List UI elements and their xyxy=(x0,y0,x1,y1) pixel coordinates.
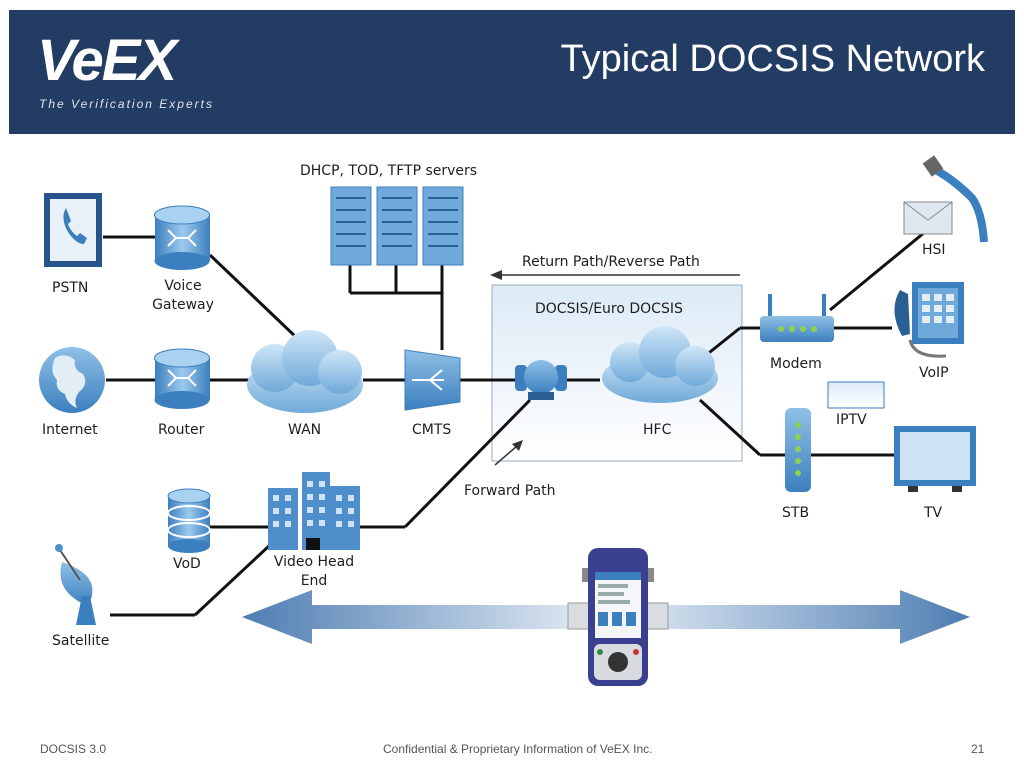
internet-globe-icon xyxy=(39,347,105,413)
wan-label: WAN xyxy=(288,422,322,438)
vod-database-icon xyxy=(167,488,211,553)
return-path-label: Return Path/Reverse Path xyxy=(522,254,700,270)
footer-left: DOCSIS 3.0 xyxy=(40,742,107,756)
connection-lines xyxy=(103,230,926,617)
wan-cloud-icon xyxy=(247,330,363,413)
footer-center: Confidential & Proprietary Information o… xyxy=(383,742,653,756)
logo-text: VeEX xyxy=(37,28,177,93)
header-banner: VeEX The Verification Experts Typical DO… xyxy=(9,10,1015,134)
hsi-icon xyxy=(903,155,988,243)
hsi-label: HSI xyxy=(922,242,946,258)
cmts-icon xyxy=(404,349,461,411)
iptv-label: IPTV xyxy=(836,412,867,428)
pstn-label: PSTN xyxy=(52,280,89,296)
pstn-phone-icon xyxy=(44,193,102,267)
voip-label: VoIP xyxy=(919,365,949,381)
tv-icon xyxy=(894,426,976,492)
voip-phone-icon xyxy=(894,282,964,358)
hfc-node-icon xyxy=(515,360,567,400)
veex-logo: VeEX xyxy=(37,32,177,90)
handheld-tester-icon xyxy=(567,548,669,686)
logo-tagline: The Verification Experts xyxy=(39,97,214,111)
forward-path-label: Forward Path xyxy=(464,483,556,499)
internet-label: Internet xyxy=(42,422,98,438)
stb-icon xyxy=(785,408,811,492)
tv-label: TV xyxy=(924,505,943,521)
video-head-end-label: Video Head End xyxy=(273,554,355,589)
hfc-label: HFC xyxy=(643,422,672,438)
modem-label: Modem xyxy=(770,356,822,372)
stb-label: STB xyxy=(782,505,810,521)
voice-gateway-icon xyxy=(154,205,210,270)
satellite-label: Satellite xyxy=(52,633,110,649)
slide-title: Typical DOCSIS Network xyxy=(560,38,985,80)
cmts-label: CMTS xyxy=(412,422,452,438)
voice-gateway-label: Voice Gateway xyxy=(152,278,214,313)
page-number: 21 xyxy=(971,742,985,756)
return-path-arrow xyxy=(490,270,740,280)
router-label: Router xyxy=(158,422,205,438)
satellite-dish-icon xyxy=(55,544,96,625)
vod-label: VoD xyxy=(173,556,201,572)
servers-label: DHCP, TOD, TFTP servers xyxy=(300,163,478,179)
docsis-box-label: DOCSIS/Euro DOCSIS xyxy=(535,301,683,317)
router-icon xyxy=(154,348,210,409)
forward-path-arrow xyxy=(494,440,523,466)
video-head-end-icon xyxy=(268,472,360,550)
iptv-icon xyxy=(827,381,885,409)
modem-icon xyxy=(760,294,834,342)
server-rack-icon xyxy=(330,186,464,266)
hfc-cloud-icon xyxy=(602,326,718,403)
